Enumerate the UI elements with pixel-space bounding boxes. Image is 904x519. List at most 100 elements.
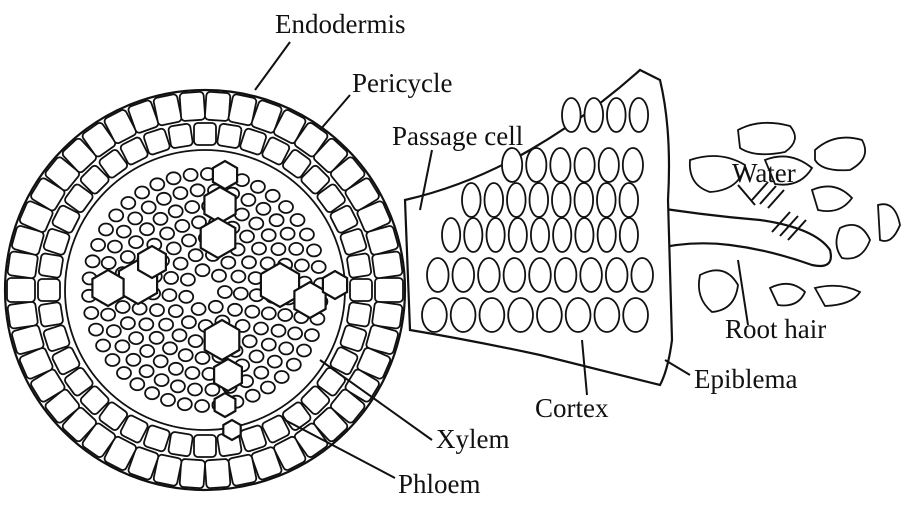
cell (279, 201, 293, 213)
label-cortex: Cortex (535, 393, 609, 423)
cell (268, 356, 282, 368)
cell (272, 325, 286, 337)
cell (135, 187, 149, 199)
label-xylem: Xylem (436, 424, 510, 454)
cell (271, 243, 285, 255)
cell (291, 214, 305, 226)
cell (169, 363, 183, 375)
cell (116, 301, 130, 313)
cell (375, 278, 403, 302)
cell (251, 181, 265, 193)
cell (161, 394, 175, 406)
cell (145, 387, 159, 399)
xylem-vessel (215, 393, 236, 417)
cortex-cell (508, 298, 533, 332)
cell (350, 279, 372, 301)
cell (7, 278, 35, 302)
cortex-cell (575, 183, 594, 217)
label-endodermis: Endodermis (275, 9, 405, 39)
cortex-cell (422, 298, 447, 332)
cell (240, 231, 254, 243)
label-root-hair: Root hair (725, 314, 826, 344)
cell (84, 307, 98, 319)
cell (7, 301, 38, 329)
cell (106, 354, 120, 366)
cortex-cell (599, 148, 619, 182)
cortex-cell (464, 218, 482, 252)
cell (142, 201, 156, 213)
cortex-cell (531, 218, 549, 252)
cell (254, 323, 268, 335)
cell (205, 459, 231, 489)
cell (228, 304, 242, 316)
xylem-vessel (138, 246, 166, 278)
cell (96, 340, 110, 352)
cell (252, 243, 266, 255)
cell (347, 302, 372, 327)
cell (126, 354, 140, 366)
cell (179, 291, 193, 303)
xylem-vessel (214, 359, 242, 391)
cell (242, 256, 256, 268)
cell (179, 459, 205, 489)
cell (182, 235, 196, 247)
cell (155, 374, 169, 386)
cell (305, 329, 319, 341)
cortex-cell (526, 148, 546, 182)
cell (279, 342, 293, 354)
cell (150, 304, 164, 316)
cell (121, 197, 135, 209)
cell (189, 249, 203, 261)
cell (372, 251, 403, 279)
cell (150, 178, 164, 190)
cortex-cell (537, 298, 562, 332)
cell (182, 316, 196, 328)
cell (108, 241, 122, 253)
cell (178, 398, 192, 410)
cell (140, 223, 154, 235)
cell (192, 303, 206, 315)
cortex-cell (597, 183, 616, 217)
xylem-vessel (223, 420, 240, 440)
cell (130, 378, 144, 390)
label-passage-cell: Passage cell (392, 121, 523, 151)
cell (150, 332, 164, 344)
cell (167, 242, 181, 254)
cell (295, 259, 309, 271)
cell (164, 272, 178, 284)
cell (175, 220, 189, 232)
cell (86, 255, 100, 267)
cell (235, 209, 249, 221)
cell (266, 190, 280, 202)
xylem-vessel (201, 218, 236, 258)
cell (195, 400, 209, 412)
cell (157, 193, 171, 205)
cell (254, 367, 268, 379)
cell (173, 187, 187, 199)
xylem-vessel (294, 282, 325, 318)
label-water: Water (732, 158, 796, 188)
label-phloem: Phloem (398, 469, 481, 499)
cortex-cell (606, 258, 628, 292)
cortex-cell (442, 218, 460, 252)
cell (117, 226, 131, 238)
cell (196, 264, 210, 276)
cell (194, 123, 216, 145)
label-pericycle: Pericycle (352, 68, 452, 98)
cortex-cell (480, 298, 505, 332)
cell (89, 324, 103, 336)
cortex-cell (585, 98, 604, 132)
cell (168, 432, 193, 457)
cortex-cell (620, 183, 639, 217)
cell (234, 288, 248, 300)
cell (249, 218, 263, 230)
cortex-cell (623, 148, 643, 182)
xylem-vessel (205, 320, 240, 360)
cell (133, 303, 147, 315)
cell (297, 345, 311, 357)
cell (196, 352, 210, 364)
cortex-cell (623, 298, 648, 332)
cell (179, 92, 205, 122)
cell (169, 305, 183, 317)
